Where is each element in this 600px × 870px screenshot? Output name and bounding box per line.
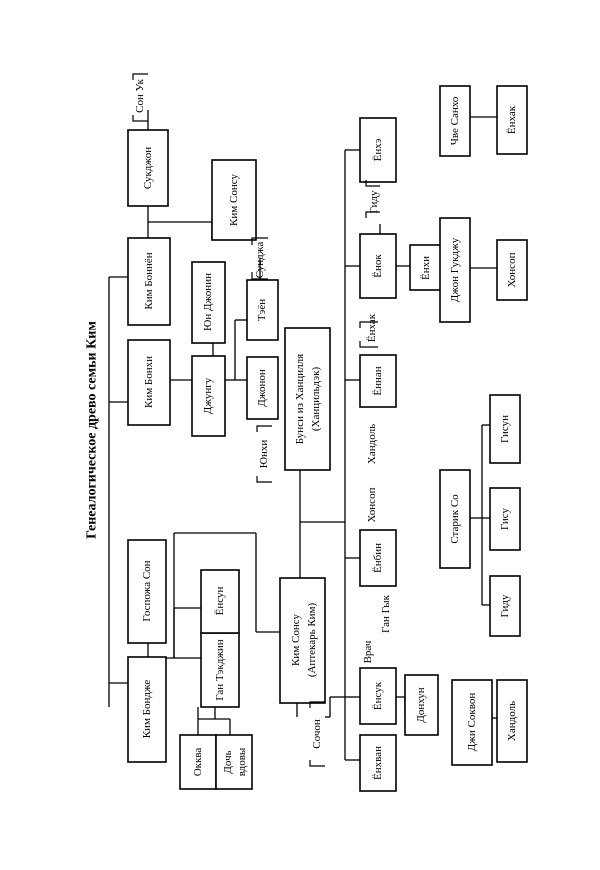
label-enbin: Ёнбин — [372, 543, 384, 573]
label-so-gisun: Гисун — [499, 415, 511, 443]
box-enbin — [359, 529, 397, 587]
label-donkhun: Донхун — [415, 687, 427, 722]
box-dzhi-sokvon — [451, 679, 493, 766]
label-gan-tekdzhin: Ган Тэкджин — [214, 639, 226, 700]
diagram-title: Генеалогическое древо семьи Ким — [85, 321, 100, 539]
label-gidu: Гиду — [368, 190, 380, 213]
person-boxes — [127, 85, 528, 792]
label-enkhak: Ёнхак — [366, 313, 378, 342]
label-dzhonon: Джонон — [256, 369, 268, 407]
label-dzhungu: Джунгу — [202, 377, 214, 414]
label-yunkhi: Юнхи — [258, 440, 270, 469]
label-sochon: Сочон — [311, 719, 323, 749]
label-bunsi-1: Бунси из Ханцилля — [294, 354, 306, 444]
label-starik-so: Старик Со — [449, 494, 461, 544]
label-dzhon-gukdzhu: Джон Гукджу — [449, 237, 461, 302]
label-teyon: Тэён — [256, 299, 268, 321]
box-sukdzhon — [127, 129, 169, 207]
label-khandol: Хандоль — [366, 424, 378, 464]
label-cho-enkhak: Ёнхак — [506, 105, 518, 134]
box-kim-bonnyon — [127, 237, 171, 326]
box-chve-sankho — [439, 85, 471, 157]
box-ensun — [200, 569, 240, 634]
label-son-uk: Сон Ук — [134, 79, 146, 113]
box-yun-dzhonin — [191, 261, 226, 344]
label-so-gisu: Гису — [499, 507, 511, 530]
label-doch-vdovy-2: вдовы — [236, 747, 248, 776]
label-dzhi-khandol: Хандоль — [506, 701, 518, 741]
label-kim-sonsu: Ким Сонсу — [228, 174, 240, 226]
label-doch-vdovy-1: Дочь — [222, 750, 234, 773]
box-ensuk — [359, 667, 397, 725]
box-dzhonon — [246, 356, 279, 420]
label-kim-sonsu-apt-1: Ким Сонсу — [290, 614, 302, 666]
label-khonsop: Хонсоп — [366, 487, 378, 522]
labels: Ким Бондже Госпожа Сон Ган Тэкджин Ёнсун… — [134, 79, 518, 780]
box-enok — [359, 233, 397, 299]
box-gan-tekdzhin — [200, 632, 240, 708]
box-kim-sonsu — [211, 159, 257, 241]
label-so-gidu: Гиду — [499, 594, 511, 617]
box-teyon — [246, 279, 279, 341]
box-enkhi — [409, 244, 443, 291]
box-donkhun — [404, 674, 439, 736]
box-dzhon-khonsop — [496, 239, 528, 301]
box-dzhungu — [191, 355, 226, 437]
label-ensuk: Ёнсук — [372, 681, 384, 710]
bracket-marks — [132, 73, 380, 767]
box-dzhi-khandol — [496, 679, 528, 763]
label-vrach: Врач — [362, 640, 374, 663]
box-okkva — [179, 734, 217, 790]
label-enkhi: Ёнхи — [420, 256, 432, 280]
box-kim-bondzhe — [127, 656, 167, 763]
label-chve-sankho: Чве Санхо — [449, 96, 461, 145]
label-dzhi-sokvon: Джи Соквон — [466, 693, 478, 752]
box-starik-so — [439, 469, 471, 569]
label-kim-sonsu-apt-2: (Аптекарь Ким) — [306, 602, 318, 677]
label-ennan: Ённан — [372, 366, 384, 395]
label-enok: Ёнок — [372, 254, 384, 278]
label-gan-gyk: Ган Гык — [380, 594, 392, 633]
label-kim-bonkhi: Ким Бонхи — [143, 356, 155, 408]
box-enkhe — [359, 117, 397, 183]
box-enkhvan — [359, 734, 397, 792]
label-dzhon-khonsop: Хонсоп — [506, 252, 518, 287]
label-kim-bondzhe: Ким Бондже — [141, 680, 153, 739]
label-enkhe: Ёнхэ — [372, 138, 384, 161]
box-ennan — [359, 354, 397, 408]
box-kim-sonsu-apothecary — [279, 577, 326, 704]
label-okkva: Окква — [192, 748, 204, 777]
box-so-gisun — [489, 394, 521, 464]
label-yun-dzhonin: Юн Джонин — [202, 273, 214, 331]
box-kim-bonkhi — [127, 339, 171, 426]
box-bunsi — [284, 327, 331, 471]
label-sukdzhon: Сукджон — [142, 147, 154, 189]
box-dzhon-gukdzhu — [439, 217, 471, 323]
label-ensun: Ёнсун — [214, 587, 226, 616]
label-enkhvan: Ёнхван — [372, 746, 384, 780]
box-doch-vdovy — [215, 734, 253, 790]
box-so-gisu — [489, 487, 521, 551]
label-gospozha-son: Госпожа Сон — [141, 560, 153, 621]
box-gospozha-son — [127, 539, 167, 644]
box-so-gidu — [489, 575, 521, 637]
label-kim-bonnyon: Ким Боннён — [143, 252, 155, 309]
label-sundzha: Сунджа — [254, 242, 266, 279]
box-cho-enkhak — [496, 85, 528, 155]
label-bunsi-2: (Ханцильдэк) — [310, 367, 322, 432]
